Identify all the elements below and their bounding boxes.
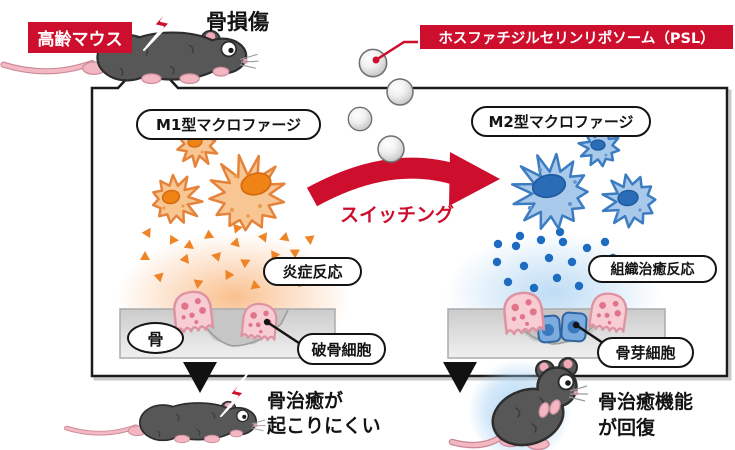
- osteoclast-pill: 破骨細胞: [297, 333, 386, 365]
- m2-macrophage-pill: M2型マクロファージ: [471, 106, 651, 137]
- outcome-right-line2: が回復: [598, 417, 656, 439]
- m1-macrophage-pill: M1型マクロファージ: [136, 109, 321, 140]
- osteoclast-cell: [501, 289, 546, 337]
- osteoblast-pill: 骨芽細胞: [597, 337, 694, 368]
- outcome-left-line2: 起こりにくい: [267, 415, 381, 437]
- healing-factor-icon: [600, 237, 610, 247]
- healing-factor-icon: [555, 227, 565, 237]
- healing-factor-icon: [503, 277, 513, 287]
- down-arrow-right: [443, 362, 477, 393]
- psl-connector-line: [372, 40, 418, 64]
- outcome-left-line1: 骨治癒が: [267, 390, 344, 412]
- healing-factor-icon: [552, 273, 562, 283]
- bone-pill: 骨: [127, 322, 184, 354]
- liposome-sphere: [377, 135, 405, 163]
- psl-label: ホスファチジルセリンリポソーム（PSL）: [420, 25, 733, 49]
- inflammation-pill: 炎症反応: [263, 257, 362, 286]
- liposome-sphere: [358, 48, 388, 78]
- healing-factor-icon: [582, 243, 592, 253]
- healing-factor-icon: [529, 283, 539, 293]
- healing-factor-icon: [493, 239, 503, 249]
- healing-factor-icon: [515, 231, 525, 241]
- osteoclast-cell: [240, 301, 279, 342]
- outcome-left-label: 骨治癒が 起こりにくい: [267, 389, 381, 439]
- healing-factor-icon: [519, 261, 529, 271]
- bone-injury-label: 骨損傷: [206, 10, 269, 34]
- unhealed-mouse-illustration: [66, 373, 265, 443]
- down-arrow-left: [183, 362, 217, 393]
- healing-response-pill: 組織治癒反応: [588, 255, 717, 283]
- osteoclast-cell: [171, 288, 215, 335]
- switching-arrow: [306, 152, 500, 207]
- healing-factor-icon: [558, 237, 568, 247]
- healing-factor-icon: [511, 241, 521, 251]
- healing-factor-icon: [567, 257, 577, 267]
- healing-factor-icon: [574, 281, 584, 291]
- liposome-sphere: [347, 106, 373, 132]
- healing-factor-icon: [536, 235, 546, 245]
- outcome-right-label: 骨治癒機能 が回復: [598, 389, 693, 441]
- outcome-right-line1: 骨治癒機能: [598, 391, 694, 413]
- switching-label: スイッチング: [339, 204, 454, 226]
- m1-macrophage-cells: [151, 125, 286, 232]
- healing-factor-icon: [544, 253, 554, 263]
- aged-mouse-badge: 高齢マウス: [28, 22, 132, 53]
- liposome-sphere: [386, 78, 414, 106]
- healed-mouse-illustration: [448, 357, 588, 450]
- healing-factor-icon: [492, 257, 502, 267]
